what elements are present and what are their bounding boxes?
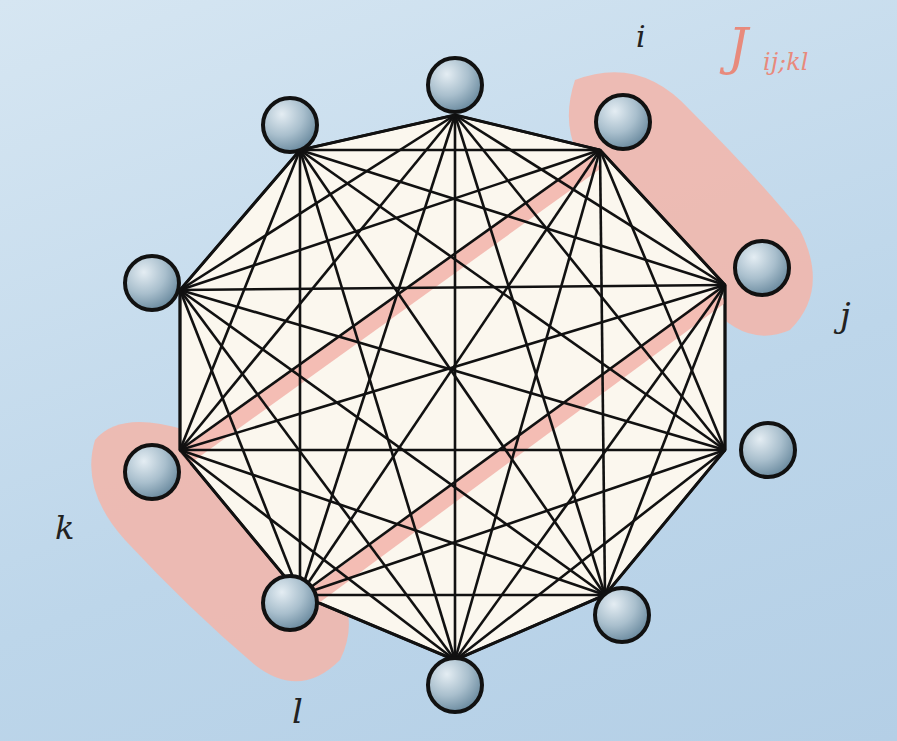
graph-edge bbox=[455, 285, 725, 660]
graph-edge bbox=[180, 115, 455, 290]
coupling-subscript: ij;kl bbox=[763, 50, 808, 74]
graph-edge bbox=[180, 449, 725, 452]
site-label: k bbox=[55, 512, 74, 544]
spin-node bbox=[595, 588, 649, 642]
graph-edge bbox=[300, 149, 600, 152]
spin-node bbox=[125, 256, 179, 310]
graph-edge bbox=[180, 290, 300, 595]
graph-edge bbox=[455, 450, 725, 660]
spin-node bbox=[741, 423, 795, 477]
graph-edge bbox=[180, 150, 600, 450]
graph-edge bbox=[180, 290, 605, 595]
graph-edge bbox=[455, 595, 605, 660]
graph-edge bbox=[180, 150, 600, 290]
graph-edge bbox=[180, 285, 725, 290]
graph-edge bbox=[455, 115, 725, 285]
graph-edge bbox=[605, 285, 725, 595]
graph-edge bbox=[180, 450, 605, 595]
spin-node bbox=[125, 445, 179, 499]
graph-edge bbox=[180, 285, 725, 450]
spin-node bbox=[735, 241, 789, 295]
graph-edge bbox=[180, 290, 725, 450]
spin-node bbox=[428, 658, 482, 712]
graph-edge bbox=[300, 150, 605, 595]
spin-node bbox=[263, 576, 317, 630]
graph-edge bbox=[455, 115, 605, 595]
spin-node bbox=[428, 58, 482, 112]
coupling-symbol: J bbox=[728, 22, 748, 72]
graph-edge bbox=[300, 450, 725, 595]
graph-edge bbox=[299, 150, 302, 595]
graph-edge bbox=[180, 450, 455, 660]
graph-edge bbox=[180, 150, 300, 290]
site-label: l bbox=[292, 694, 303, 728]
graph-edge bbox=[455, 115, 600, 150]
graph-edge bbox=[179, 290, 182, 450]
spin-node bbox=[596, 95, 650, 149]
graph-edge bbox=[300, 115, 455, 150]
graph-edge bbox=[180, 450, 300, 595]
site-label: i bbox=[636, 22, 646, 52]
graph-edge bbox=[300, 150, 725, 285]
graph-edge bbox=[724, 285, 727, 450]
graph-edge bbox=[300, 115, 455, 595]
graph-edge bbox=[300, 594, 605, 597]
site-label: j bbox=[840, 298, 851, 332]
decagon bbox=[180, 115, 725, 660]
graph-edge bbox=[455, 150, 600, 660]
graph-edge bbox=[300, 150, 725, 450]
graph-edge bbox=[300, 285, 725, 595]
graph-edge bbox=[180, 150, 300, 450]
spin-node bbox=[263, 98, 317, 152]
graph-edge bbox=[300, 150, 455, 660]
